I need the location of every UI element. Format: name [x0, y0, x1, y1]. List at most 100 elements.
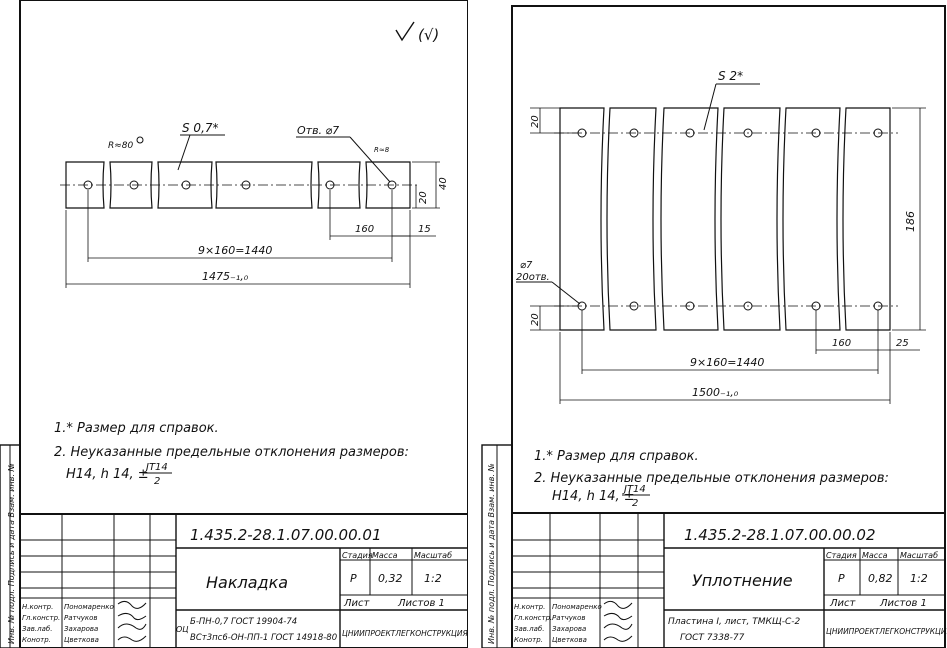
left-note-3: H14, h 14, ± — [66, 467, 149, 482]
right-title-block: 1.435.2-28.1.07.00.00.02 Уплотнение Стад… — [511, 512, 947, 648]
signature-icon — [603, 623, 633, 630]
left-sheet-frame — [19, 0, 469, 648]
left-dim-pitch: 160 — [355, 224, 374, 235]
left-thickness: S 0,7* — [182, 121, 219, 135]
signature-icon — [117, 600, 147, 609]
left-side-stamp-text: Инв. № подл. Подпись и дата Взам. инв. № — [7, 463, 16, 644]
svg-text:Масштаб: Масштаб — [900, 551, 938, 560]
left-title-block: 1.435.2-28.1.07.00.00.01 Накладка Стадия… — [19, 513, 469, 648]
right-dim-pitch: 160 — [832, 338, 851, 349]
right-dim-top: 20 — [530, 115, 541, 128]
svg-text:Ратчуков: Ратчуков — [64, 614, 98, 622]
right-sheet: S 2* 20 20 ⌀7 20отв. 186 160 25 9×160=14… — [481, 5, 947, 648]
right-hole-2: 20отв. — [516, 272, 550, 283]
left-stage: P — [350, 572, 357, 585]
left-dim-edge: 20 — [418, 191, 429, 204]
svg-text:Н.контр.: Н.контр. — [22, 603, 53, 611]
svg-text:Ратчуков: Ратчуков — [552, 614, 586, 622]
left-dim-height: 40 — [438, 177, 449, 190]
left-note-3-den: 2 — [154, 476, 160, 487]
left-dim-total: 1475₋₁,₀ — [202, 270, 249, 283]
right-dim-bottom: 20 — [530, 313, 541, 326]
left-note-1: 1.* Размер для справок. — [54, 421, 219, 436]
left-note-3-frac: JT14 — [144, 462, 168, 473]
right-material-1: Пластина I, лист, ТМКЩ-С-2 — [668, 617, 801, 627]
strip-holes — [83, 180, 397, 190]
strip-segment — [157, 161, 213, 209]
left-material-2: ВСт3пс6-ОН-ПП-1 ГОСТ 14918-80 — [190, 633, 337, 643]
gasket-holes — [577, 128, 883, 311]
right-dim-total: 1500₋₁,₀ — [692, 386, 739, 399]
left-part-name: Накладка — [206, 573, 288, 592]
thickness-leader — [177, 134, 191, 171]
svg-text:Конотр.: Конотр. — [22, 636, 51, 644]
svg-text:Масса: Масса — [862, 551, 888, 560]
strip-segment — [109, 161, 153, 209]
svg-text:Захарова: Захарова — [552, 625, 586, 633]
svg-text:Масса: Масса — [372, 551, 398, 560]
left-doc-code: 1.435.2-28.1.07.00.00.01 — [190, 526, 381, 544]
signature-icon — [603, 600, 633, 609]
left-material-1: Б-ПН-0,7 ГОСТ 19904-74 — [190, 617, 297, 627]
right-note-2: 2. Неуказанные предельные отклонения раз… — [534, 471, 889, 486]
right-sheet-frame — [511, 5, 946, 648]
sheet-gap — [468, 0, 482, 648]
svg-text:ОЦ: ОЦ — [176, 625, 189, 634]
right-dim-height: 186 — [904, 211, 917, 232]
right-scale: 1:2 — [910, 572, 928, 585]
right-hole-1: ⌀7 — [520, 260, 533, 271]
left-sheet: (√) S 0,7* R≈80 Oтв. ⌀7 R≈8 — [0, 0, 469, 648]
left-strip — [60, 161, 418, 209]
left-mass: 0,32 — [378, 572, 403, 585]
roughness-check-icon — [395, 21, 415, 42]
right-doc-code: 1.435.2-28.1.07.00.00.02 — [684, 526, 875, 544]
right-note-3-frac: JT14 — [622, 484, 646, 495]
svg-text:Стадия: Стадия — [342, 551, 373, 560]
svg-text:Захарова: Захарова — [64, 625, 98, 633]
right-dim-chain: 9×160=1440 — [690, 356, 764, 369]
svg-text:Стадия: Стадия — [826, 551, 857, 560]
right-note-3-den: 2 — [632, 498, 638, 509]
right-note-1: 1.* Размер для справок. — [534, 449, 699, 464]
svg-text:Зав.лаб.: Зав.лаб. — [514, 625, 544, 633]
left-org: ЦНИИПРОЕКТЛЕГКОНСТРУКЦИЯ — [342, 629, 468, 638]
right-gasket — [554, 107, 898, 331]
svg-text:Пономаренко: Пономаренко — [552, 603, 602, 611]
right-org: ЦНИИПРОЕКТЛЕГКОНСТРУКЦИЯ — [826, 627, 947, 636]
signature-icon — [117, 623, 147, 630]
svg-text:Конотр.: Конотр. — [514, 636, 543, 644]
left-dim-chain: 9×160=1440 — [198, 244, 272, 257]
left-hole-label: Oтв. ⌀7 — [297, 124, 339, 137]
signature-icon — [117, 635, 147, 642]
right-stage: P — [838, 572, 845, 585]
svg-text:Пономаренко: Пономаренко — [64, 603, 114, 611]
left-note-2: 2. Неуказанные предельные отклонения раз… — [54, 445, 409, 460]
right-mass: 0,82 — [868, 572, 893, 585]
left-radius: R≈80 — [108, 141, 134, 151]
right-material-2: ГОСТ 7338-77 — [680, 633, 745, 643]
right-dim-end: 25 — [896, 338, 909, 349]
svg-text:Цветкова: Цветкова — [64, 636, 99, 644]
svg-text:Цветкова: Цветкова — [552, 636, 587, 644]
svg-text:Листов 1: Листов 1 — [397, 598, 445, 609]
right-side-stamp-text: Инв. № подл. Подпись и дата Взам. инв. № — [487, 463, 496, 644]
svg-text:Лист: Лист — [829, 598, 857, 609]
radius-mark-icon — [136, 136, 144, 144]
right-part-name: Уплотнение — [692, 571, 793, 590]
left-radius-small: R≈8 — [374, 146, 390, 154]
signature-icon — [117, 612, 147, 621]
right-note-3: H14, h 14, ± — [552, 489, 635, 504]
right-thickness: S 2* — [718, 69, 743, 83]
svg-text:Гл.констр.: Гл.констр. — [22, 614, 60, 622]
signature-icon — [603, 612, 633, 621]
svg-text:Н.контр.: Н.контр. — [514, 603, 545, 611]
svg-text:Листов 1: Листов 1 — [879, 598, 927, 609]
hole-leader — [349, 136, 391, 183]
signature-icon — [603, 635, 633, 642]
svg-text:Лист: Лист — [343, 598, 371, 609]
left-scale: 1:2 — [424, 572, 442, 585]
left-dim-end: 15 — [418, 224, 431, 235]
svg-text:Зав.лаб.: Зав.лаб. — [22, 625, 52, 633]
left-roughness: (√) — [418, 26, 439, 44]
